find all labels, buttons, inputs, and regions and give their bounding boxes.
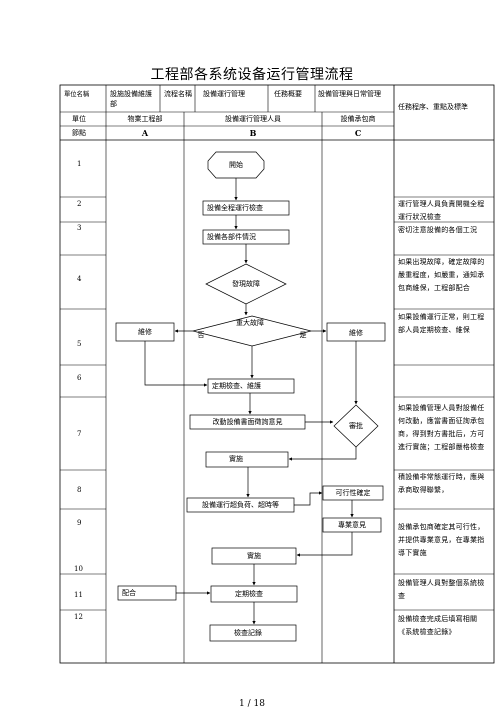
unit-c: 設備承包商 bbox=[340, 115, 376, 123]
unit-b: 設備運行管理人員 bbox=[225, 115, 281, 123]
note-row-3: 密切注意設備的各個工況 bbox=[398, 226, 478, 234]
row-number: 6 bbox=[77, 374, 82, 382]
task-procedure-label: 任務程序、重點及標準 bbox=[398, 103, 468, 111]
col-a: A bbox=[141, 128, 149, 138]
check-all-label: 設備全程運行檢查 bbox=[207, 204, 263, 212]
unit-a: 物業工程部 bbox=[127, 115, 163, 123]
periodic-maint-label: 定期檢查、維護 bbox=[212, 382, 261, 390]
repair-a-label: 維修 bbox=[138, 328, 152, 336]
periodic-check-label: 定期檢查 bbox=[235, 590, 263, 598]
feasibility-box bbox=[322, 485, 384, 501]
table-border bbox=[59, 84, 495, 664]
approve-label: 審批 bbox=[349, 422, 363, 430]
process-name-value: 設備運行管理 bbox=[203, 90, 245, 98]
row-number: 9 bbox=[77, 519, 82, 527]
parts-status-label: 設備各部件情況 bbox=[207, 233, 256, 241]
start-shape bbox=[207, 151, 265, 179]
note-row-8: 積設備非常態運行時，應與承商取得聯繫， bbox=[398, 473, 485, 494]
node-label: 節點 bbox=[72, 129, 86, 137]
implement2-label: 實施 bbox=[247, 552, 261, 560]
repair-c-label: 維修 bbox=[349, 329, 363, 337]
start-label: 開始 bbox=[229, 161, 243, 169]
overload-label: 設備運行超負荷、超時等 bbox=[202, 501, 279, 509]
row-number: 12 bbox=[74, 613, 83, 621]
feasibility-label: 可行性確定 bbox=[335, 489, 371, 497]
task-overview-label: 任務概要 bbox=[274, 90, 302, 98]
note-row-2: 運行管理人員負責開機全程運行狀況檢查 bbox=[398, 200, 485, 221]
cooperate-label: 配合 bbox=[122, 589, 136, 597]
process-name-label: 流程名稱 bbox=[164, 90, 192, 98]
yes-label: 是 bbox=[299, 331, 307, 339]
page-number: 1 / 18 bbox=[239, 699, 265, 709]
find-fault-label: 發現故障 bbox=[232, 280, 260, 288]
periodic-maint-box bbox=[207, 378, 295, 394]
note-row-4: 如果出現故障，確定故障的嚴重程度，如嚴重，通知承包商維保，工程部配合 bbox=[398, 258, 485, 292]
unit-name-label: 單位名稱 bbox=[64, 91, 90, 98]
row-number: 3 bbox=[77, 224, 82, 232]
note-row-9: 設備承包商確定其可行性，并提供專業意見，在專業指導下實施 bbox=[398, 523, 485, 557]
check-all-box bbox=[202, 200, 290, 216]
row-number: 10 bbox=[74, 565, 83, 573]
check-record-box bbox=[209, 624, 297, 642]
row-number: 5 bbox=[77, 340, 82, 348]
note-row-11: 設備管理人員對整個系統檢查 bbox=[398, 579, 485, 600]
unit-label: 單位 bbox=[72, 115, 86, 123]
note-row-5: 如果設備運行正常，則工程部人員定期檢查、維保 bbox=[398, 313, 485, 334]
major-fault-label: 重大故障 bbox=[236, 319, 264, 327]
no-label: 否 bbox=[197, 331, 205, 339]
implement1-label: 實施 bbox=[229, 455, 243, 463]
implement1-box bbox=[205, 451, 289, 468]
col-b: B bbox=[249, 128, 257, 138]
note-row-7: 如果設備管理人員對設備任何改動，應當書面征詢承包商，得到對方書批后，方可進行實施… bbox=[398, 404, 485, 451]
check-record-label: 檢查記錄 bbox=[234, 629, 262, 637]
row-number: 1 bbox=[77, 160, 82, 168]
expert-opinion-label: 專業意見 bbox=[338, 521, 366, 529]
task-overview-value: 設備管理與日常管理 bbox=[318, 90, 381, 98]
note-row-12: 設備檢查完成后填寫相關《系統檢查記錄》 bbox=[398, 615, 478, 636]
unit-name-value: 設施設備維護部 bbox=[110, 90, 152, 108]
row-number: 2 bbox=[77, 200, 82, 208]
modify-opinion-label: 改動設備書面徵詢意見 bbox=[212, 418, 283, 426]
col-c: C bbox=[354, 128, 362, 138]
document-title: 工程部各系统设备运行管理流程 bbox=[150, 67, 354, 83]
row-number: 7 bbox=[77, 430, 82, 438]
row-number: 11 bbox=[74, 591, 83, 599]
row-number: 8 bbox=[77, 486, 82, 494]
row-number: 4 bbox=[77, 275, 82, 283]
